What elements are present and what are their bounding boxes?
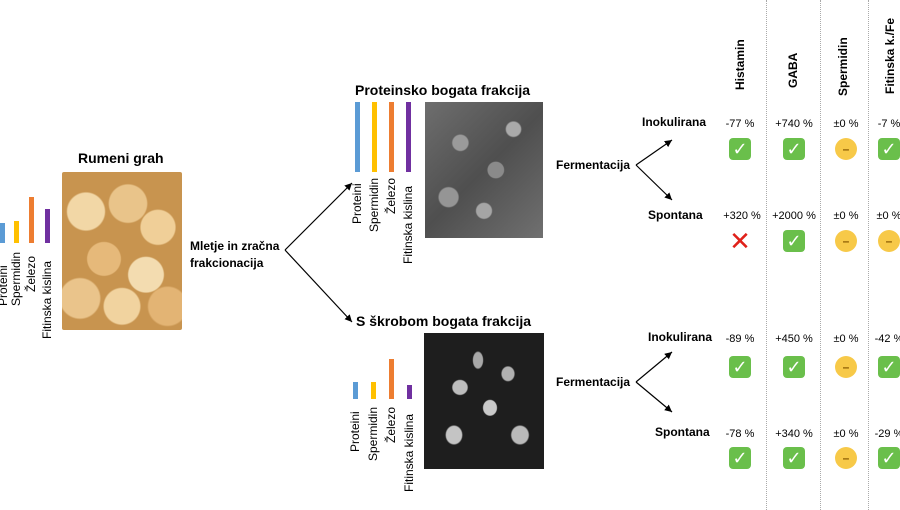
- value-cell: +340 %: [775, 428, 813, 440]
- process-label: Mletje in zračna frakcionacija: [190, 238, 290, 272]
- check-icon: ✓: [729, 356, 751, 378]
- neutral-face-icon: –: [835, 356, 857, 378]
- value-cell: ±0 %: [833, 118, 859, 130]
- neutral-face-icon: –: [835, 138, 857, 160]
- value-cell: ±0 %: [833, 210, 859, 222]
- check-icon: ✓: [783, 356, 805, 378]
- fraction-starch-bar-fitinska: [407, 385, 412, 399]
- neutral-face-icon: –: [835, 230, 857, 252]
- value-cell: +320 %: [723, 210, 761, 222]
- column-header-spermidin: Spermidin: [836, 37, 850, 96]
- check-icon: ✓: [783, 138, 805, 160]
- fermentation-label-1: Fermentacija: [556, 158, 631, 172]
- column-separator: [820, 0, 821, 510]
- fraction-starch-label-spermidin: Spermidin: [366, 406, 380, 461]
- row-label-spontana-2: Spontana: [655, 425, 710, 439]
- value-cell: ±0 %: [833, 428, 859, 440]
- value-cell: -29 %: [874, 428, 900, 440]
- value-cell: ±0 %: [876, 210, 900, 222]
- check-icon: ✓: [878, 356, 900, 378]
- source-bar-proteini: [0, 223, 5, 243]
- source-bar-spermidin: [14, 221, 19, 243]
- fraction-protein-label-spermidin: Spermidin: [367, 177, 381, 232]
- fraction-starch-label-proteini: Proteini: [348, 411, 362, 452]
- check-icon: ✓: [729, 138, 751, 160]
- column-header-fitinska-fe: Fitinska k./Fe: [883, 17, 897, 94]
- fraction-protein-bar-proteini: [355, 102, 360, 172]
- fraction-protein-bar-zelezo: [389, 102, 394, 172]
- process-label-text: Mletje in zračna frakcionacija: [190, 239, 280, 270]
- neutral-face-icon: –: [835, 447, 857, 469]
- row-label-inokulirana-1: Inokulirana: [642, 115, 707, 129]
- value-cell: -77 %: [725, 118, 755, 130]
- fraction-protein-label-zelezo: Železo: [384, 177, 398, 214]
- fraction-protein-label-fitinska: Fitinska kislina: [401, 185, 415, 264]
- fraction-starch-bar-proteini: [353, 382, 358, 399]
- neutral-face-icon: –: [878, 230, 900, 252]
- column-header-histamin: Histamin: [733, 39, 747, 90]
- column-separator: [766, 0, 767, 510]
- fraction-starch-bar-zelezo: [389, 359, 394, 399]
- fermentation-label-2: Fermentacija: [556, 375, 631, 389]
- source-bar-zelezo: [29, 197, 34, 243]
- check-icon: ✓: [783, 447, 805, 469]
- source-bar-fitinska: [45, 209, 50, 243]
- fraction-starch-label-zelezo: Železo: [384, 406, 398, 443]
- starch-fraction-sem-image: [424, 333, 544, 469]
- value-cell: -42 %: [874, 333, 900, 345]
- fraction-protein-bar-spermidin: [372, 102, 377, 172]
- fraction-protein-label-proteini: Proteini: [350, 183, 364, 224]
- column-header-gaba: GABA: [786, 52, 800, 88]
- row-label-spontana-1: Spontana: [648, 208, 703, 222]
- fraction-starch-bar-spermidin: [371, 382, 376, 399]
- column-separator: [868, 0, 869, 510]
- fraction-starch-label-fitinska: Fitinska kislina: [402, 413, 416, 492]
- check-icon: ✓: [878, 447, 900, 469]
- protein-fraction-sem-image: [425, 102, 543, 238]
- value-cell: -7 %: [877, 118, 900, 130]
- fraction-protein-bar-fitinska: [406, 102, 411, 172]
- yellow-pea-photo: [62, 172, 182, 330]
- fraction-protein-title: Proteinsko bogata frakcija: [355, 82, 531, 98]
- value-cell: -89 %: [725, 333, 755, 345]
- value-cell: +450 %: [775, 333, 813, 345]
- fraction-starch-title: S škrobom bogata frakcija: [356, 313, 532, 329]
- check-icon: ✓: [729, 447, 751, 469]
- value-cell: ±0 %: [833, 333, 859, 345]
- value-cell: +2000 %: [772, 210, 816, 222]
- source-title: Rumeni grah: [78, 150, 164, 166]
- row-label-inokulirana-2: Inokulirana: [648, 330, 713, 344]
- check-icon: ✓: [783, 230, 805, 252]
- cross-icon: ✕: [729, 226, 751, 256]
- value-cell: +740 %: [775, 118, 813, 130]
- check-icon: ✓: [878, 138, 900, 160]
- value-cell: -78 %: [725, 428, 755, 440]
